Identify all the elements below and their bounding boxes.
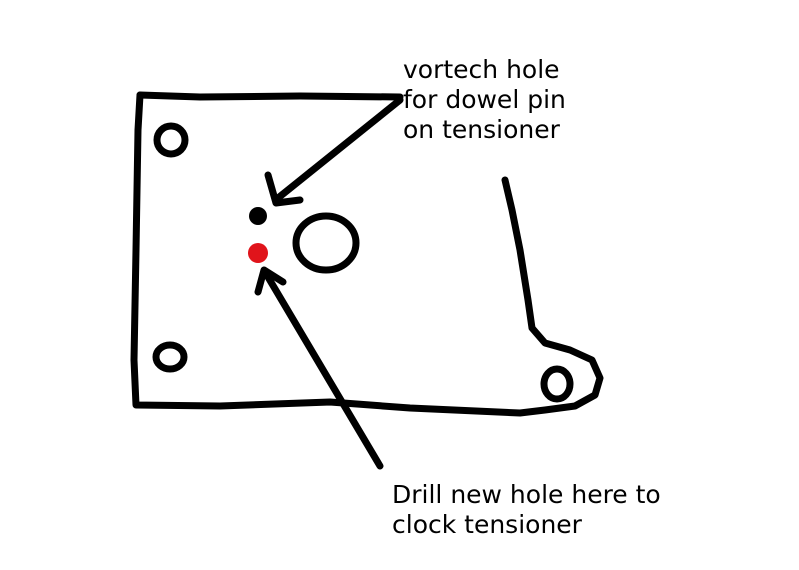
new-hole-marker bbox=[248, 243, 268, 263]
plate-top-edge bbox=[136, 91, 404, 101]
dowel-hole-label-line: for dowel pin bbox=[403, 85, 566, 114]
new-hole-label: Drill new hole here to clock tensioner bbox=[392, 480, 661, 540]
center-hole bbox=[292, 212, 360, 274]
arrow-newhole-head bbox=[254, 266, 287, 296]
arrow-dowel-shaft bbox=[274, 96, 404, 202]
dowel-hole-label-line: vortech hole bbox=[403, 55, 560, 84]
arrow-newhole-shaft bbox=[261, 268, 384, 470]
new-hole-label-line: Drill new hole here to bbox=[392, 480, 661, 509]
plate-outline bbox=[130, 91, 604, 417]
arrow-dowel-head bbox=[264, 171, 304, 207]
bolt-hole-top-left bbox=[153, 122, 189, 158]
bolt-hole-right-ear bbox=[540, 365, 574, 403]
dowel-pin-hole bbox=[249, 207, 267, 225]
dowel-hole-label: vortech hole for dowel pin on tensioner bbox=[403, 55, 566, 145]
bolt-hole-bottom-left bbox=[152, 341, 188, 373]
dowel-hole-label-line: on tensioner bbox=[403, 115, 560, 144]
new-hole-label-line: clock tensioner bbox=[392, 510, 582, 539]
